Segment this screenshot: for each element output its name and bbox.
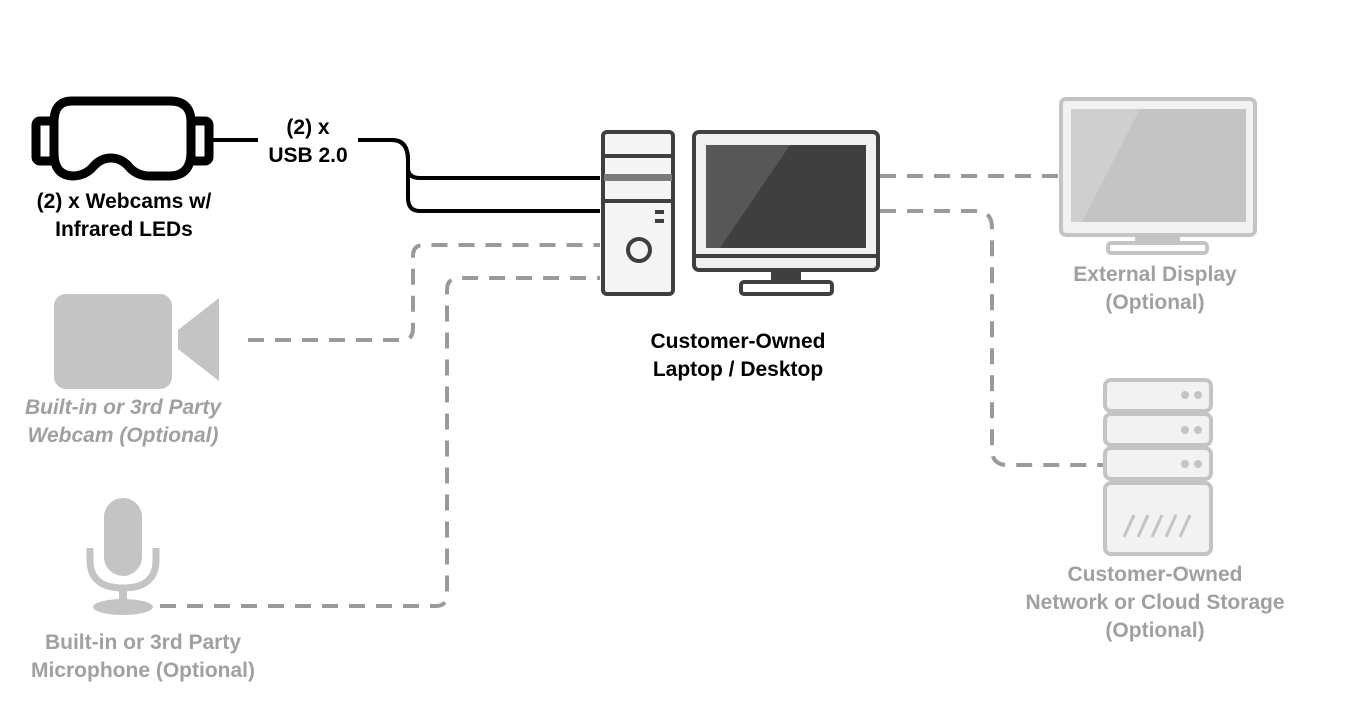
webcam-label-line-2: Webcam (Optional) — [27, 424, 219, 447]
computer-label-line-1: Customer-Owned — [650, 330, 826, 353]
microphone-label-line-1: Built-in or 3rd Party — [44, 631, 242, 654]
webcam-label-line-1: Built-in or 3rd Party — [24, 396, 222, 419]
external-display-label-line-2: (Optional) — [1105, 291, 1205, 314]
desktop-computer-icon — [601, 130, 675, 296]
computer-label-line-2: Laptop / Desktop — [652, 358, 824, 381]
external-display-label: External Display (Optional) — [1040, 261, 1270, 317]
webcam-label: Built-in or 3rd Party Webcam (Optional) — [0, 394, 246, 450]
goggles-label-line-2: Infrared LEDs — [55, 218, 193, 241]
usb-cables — [212, 138, 600, 213]
optional-connectors — [160, 174, 1103, 608]
external-display-icon — [1059, 97, 1257, 255]
external-display-label-line-1: External Display — [1073, 263, 1237, 286]
usb-label: (2) x USB 2.0 — [258, 114, 358, 170]
goggles-label: (2) x Webcams w/ Infrared LEDs — [14, 188, 234, 244]
microphone-label: Built-in or 3rd Party Microphone (Option… — [2, 629, 284, 685]
storage-label-line-1: Customer-Owned — [1067, 563, 1243, 586]
storage-label-line-3: (Optional) — [1105, 619, 1205, 642]
monitor-icon — [692, 130, 880, 296]
storage-label-line-2: Network or Cloud Storage — [1025, 591, 1285, 614]
storage-label: Customer-Owned Network or Cloud Storage … — [995, 561, 1315, 645]
usb-label-line-1: (2) x — [286, 116, 330, 139]
video-camera-icon — [54, 294, 219, 389]
goggles-label-line-1: (2) x Webcams w/ — [36, 190, 212, 213]
usb-label-line-2: USB 2.0 — [268, 144, 348, 167]
microphone-icon — [86, 498, 160, 615]
microphone-label-line-2: Microphone (Optional) — [31, 659, 255, 682]
computer-label: Customer-Owned Laptop / Desktop — [618, 328, 858, 384]
server-rack-icon — [1103, 378, 1213, 556]
vr-goggles-icon — [31, 96, 214, 181]
